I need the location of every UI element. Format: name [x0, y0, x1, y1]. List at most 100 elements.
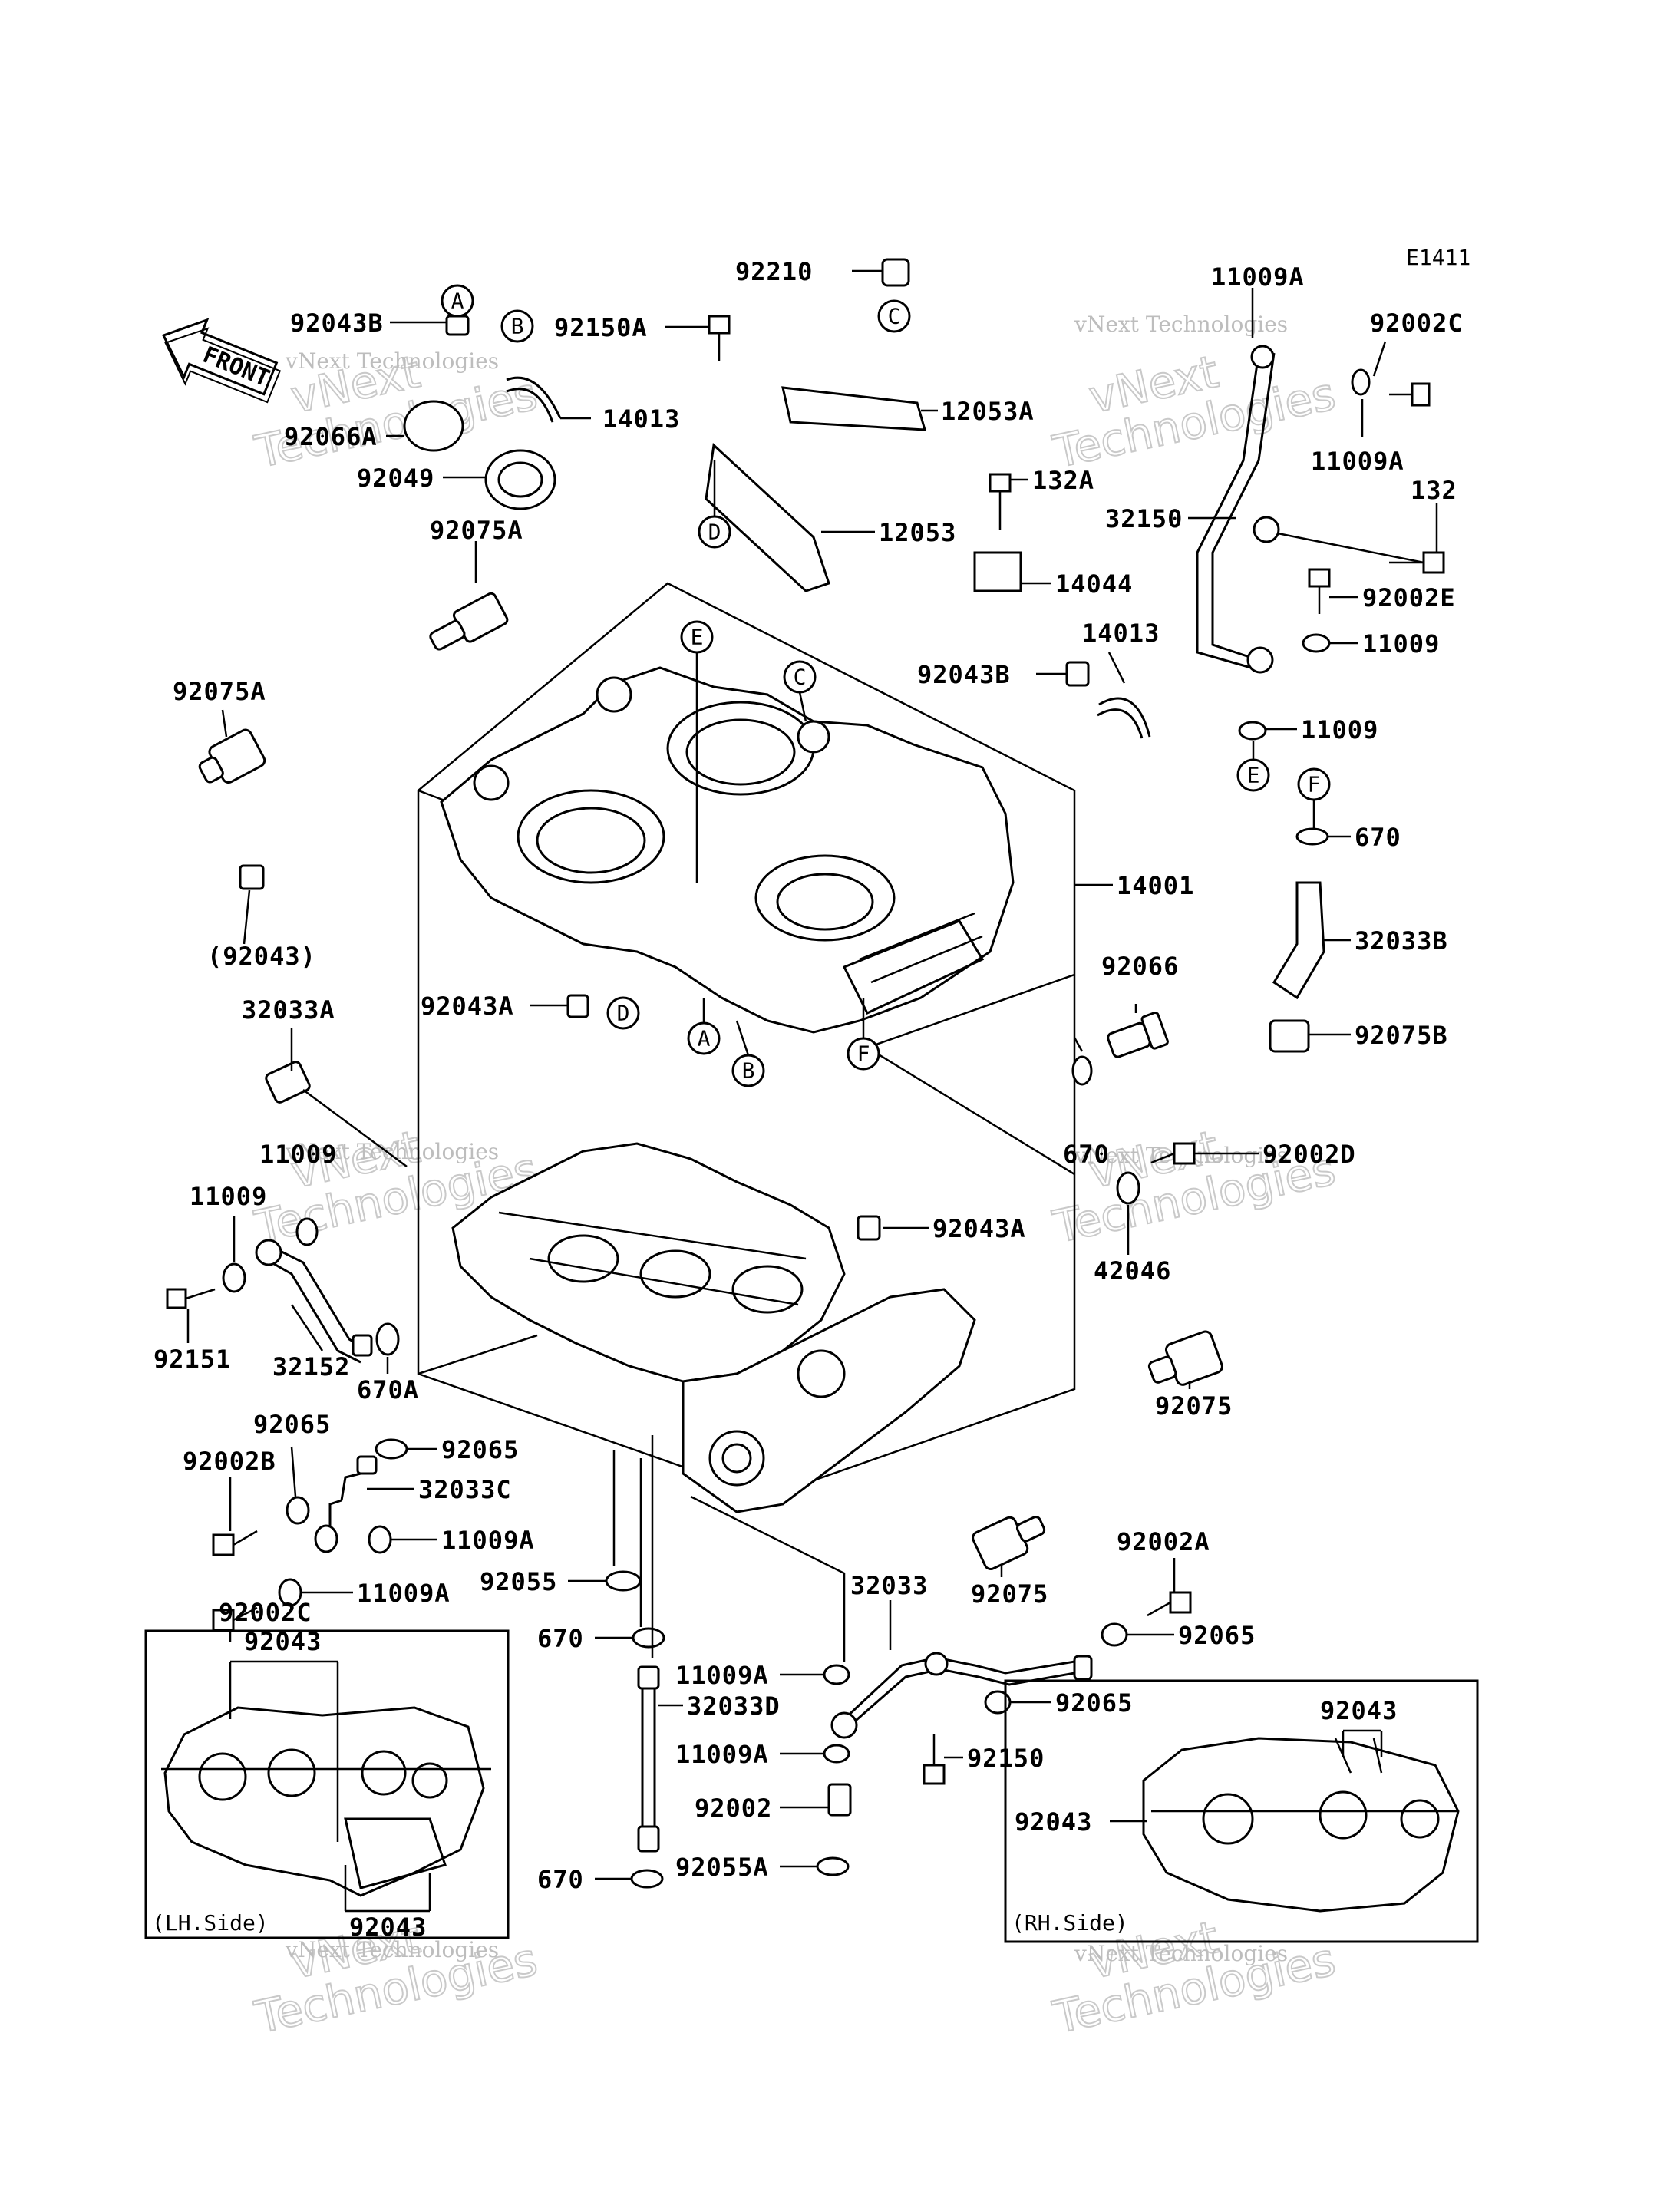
part-label: 92055 — [480, 1567, 557, 1596]
callout-b-top: B — [500, 309, 534, 343]
part-label: 32152 — [272, 1352, 350, 1381]
part-label: 92075 — [1155, 1391, 1233, 1421]
part-label: 11009A — [675, 1661, 769, 1690]
svg-text:F: F — [1308, 772, 1321, 797]
part-label: 92065 — [1178, 1621, 1256, 1650]
part-label: 12053A — [941, 397, 1035, 426]
part-label: 92043B — [290, 309, 384, 338]
part-label: 92210 — [735, 257, 813, 286]
svg-text:D: D — [708, 520, 721, 545]
part-label: 32033B — [1355, 926, 1448, 955]
part-label: 11009A — [357, 1579, 451, 1608]
upper-crankcase — [440, 666, 1015, 1034]
part-label: 92043 — [1015, 1807, 1092, 1837]
part-label: 92002C — [219, 1598, 312, 1627]
svg-text:B: B — [742, 1058, 755, 1084]
part-label: 14001 — [1117, 871, 1194, 900]
callout-a-mid: A — [687, 1021, 721, 1055]
watermark-caption: vNext Technologies — [285, 1937, 499, 1962]
callout-c-top: C — [877, 299, 911, 333]
part-label: 11009 — [259, 1140, 337, 1169]
svg-text:C: C — [888, 304, 901, 329]
callout-f-right: F — [1297, 767, 1331, 801]
part-label: 92043B — [917, 660, 1011, 689]
part-label: 92002 — [695, 1794, 772, 1823]
front-arrow-icon: FRONT — [161, 318, 282, 404]
part-label: 12053 — [879, 518, 956, 547]
part-label: 42046 — [1094, 1256, 1171, 1285]
part-label: 11009 — [190, 1182, 267, 1211]
part-label: 92075B — [1355, 1021, 1448, 1050]
part-label: 14013 — [1082, 619, 1160, 648]
watermark-caption: vNext Technologies — [285, 348, 499, 374]
small-parts — [166, 258, 1445, 1889]
svg-text:E: E — [1247, 763, 1260, 788]
part-label: 32033D — [687, 1691, 781, 1721]
part-label: 132A — [1032, 466, 1094, 495]
part-label: 32033 — [850, 1571, 928, 1600]
part-label: 670 — [537, 1865, 584, 1894]
part-label: 670 — [1063, 1140, 1110, 1169]
part-label: 11009A — [441, 1526, 535, 1555]
part-label: 92075 — [971, 1579, 1048, 1609]
part-label: 92049 — [357, 464, 434, 493]
part-label: 92065 — [1055, 1688, 1133, 1718]
callout-c-mid: C — [783, 660, 817, 694]
svg-text:D: D — [617, 1001, 630, 1026]
part-label: 92043 — [1320, 1696, 1398, 1725]
part-label: 11009A — [1311, 447, 1404, 476]
part-label: 92002A — [1117, 1527, 1210, 1556]
part-label: 670A — [357, 1375, 419, 1404]
part-label: 92066A — [284, 422, 378, 451]
part-label: 11009 — [1301, 715, 1378, 744]
part-label: 92002C — [1370, 309, 1464, 338]
part-label: 92065 — [441, 1435, 519, 1464]
rh-side-inset: (RH.Side) — [1004, 1679, 1479, 1943]
part-label: 92066 — [1101, 952, 1179, 981]
part-label: 92150 — [967, 1744, 1045, 1773]
lower-crankcase — [451, 1142, 976, 1513]
part-label: 92002D — [1262, 1140, 1356, 1169]
part-label: 92065 — [253, 1410, 331, 1439]
part-label: 92151 — [153, 1345, 231, 1374]
part-label: 11009A — [675, 1740, 769, 1769]
callout-a-top: A — [441, 284, 474, 318]
callout-d-mid: D — [606, 996, 640, 1030]
lh-side-inset: (LH.Side) — [144, 1629, 510, 1939]
part-label: 14013 — [602, 404, 680, 434]
part-label: 92075A — [430, 516, 523, 545]
part-label: 32033C — [418, 1475, 512, 1504]
callout-e-right: E — [1236, 758, 1270, 792]
part-label: 132 — [1411, 476, 1457, 505]
watermark-caption: vNext Technologies — [285, 1139, 499, 1164]
part-label: 92150A — [554, 313, 648, 342]
part-label: 92002E — [1362, 583, 1456, 612]
leader-lines — [186, 269, 1438, 1913]
part-label: 92043A — [421, 992, 514, 1021]
watermark-caption: vNext Technologies — [1074, 312, 1288, 337]
part-label: 92055A — [675, 1853, 769, 1882]
svg-text:B: B — [511, 314, 524, 339]
part-label: 670 — [537, 1624, 584, 1653]
part-label: 92002B — [183, 1447, 276, 1476]
callout-e-mid: E — [680, 620, 714, 654]
part-labels: 92210 92150A 11009A 92002C 92043B 14013 … — [153, 257, 1464, 1942]
part-label: 92043A — [932, 1214, 1026, 1243]
part-label: 92043 — [349, 1913, 427, 1942]
part-label: 32150 — [1105, 504, 1183, 533]
part-label: 670 — [1355, 823, 1401, 852]
svg-text:F: F — [857, 1041, 870, 1067]
svg-text:A: A — [451, 289, 464, 314]
part-label: 11009A — [1211, 262, 1305, 292]
callout-d-top: D — [698, 515, 731, 549]
svg-text:E: E — [691, 625, 704, 650]
part-label: 32033A — [242, 995, 335, 1025]
diagram-code: E1411 — [1406, 245, 1470, 270]
part-label: 14044 — [1055, 569, 1133, 599]
inset-lh-label: (LH.Side) — [152, 1910, 269, 1936]
inset-rh-label: (RH.Side) — [1012, 1910, 1128, 1936]
callout-f-mid: F — [847, 1037, 880, 1071]
callout-circles: A B C D E C A B F D E F — [441, 284, 1331, 1087]
callout-b-mid: B — [731, 1054, 765, 1087]
